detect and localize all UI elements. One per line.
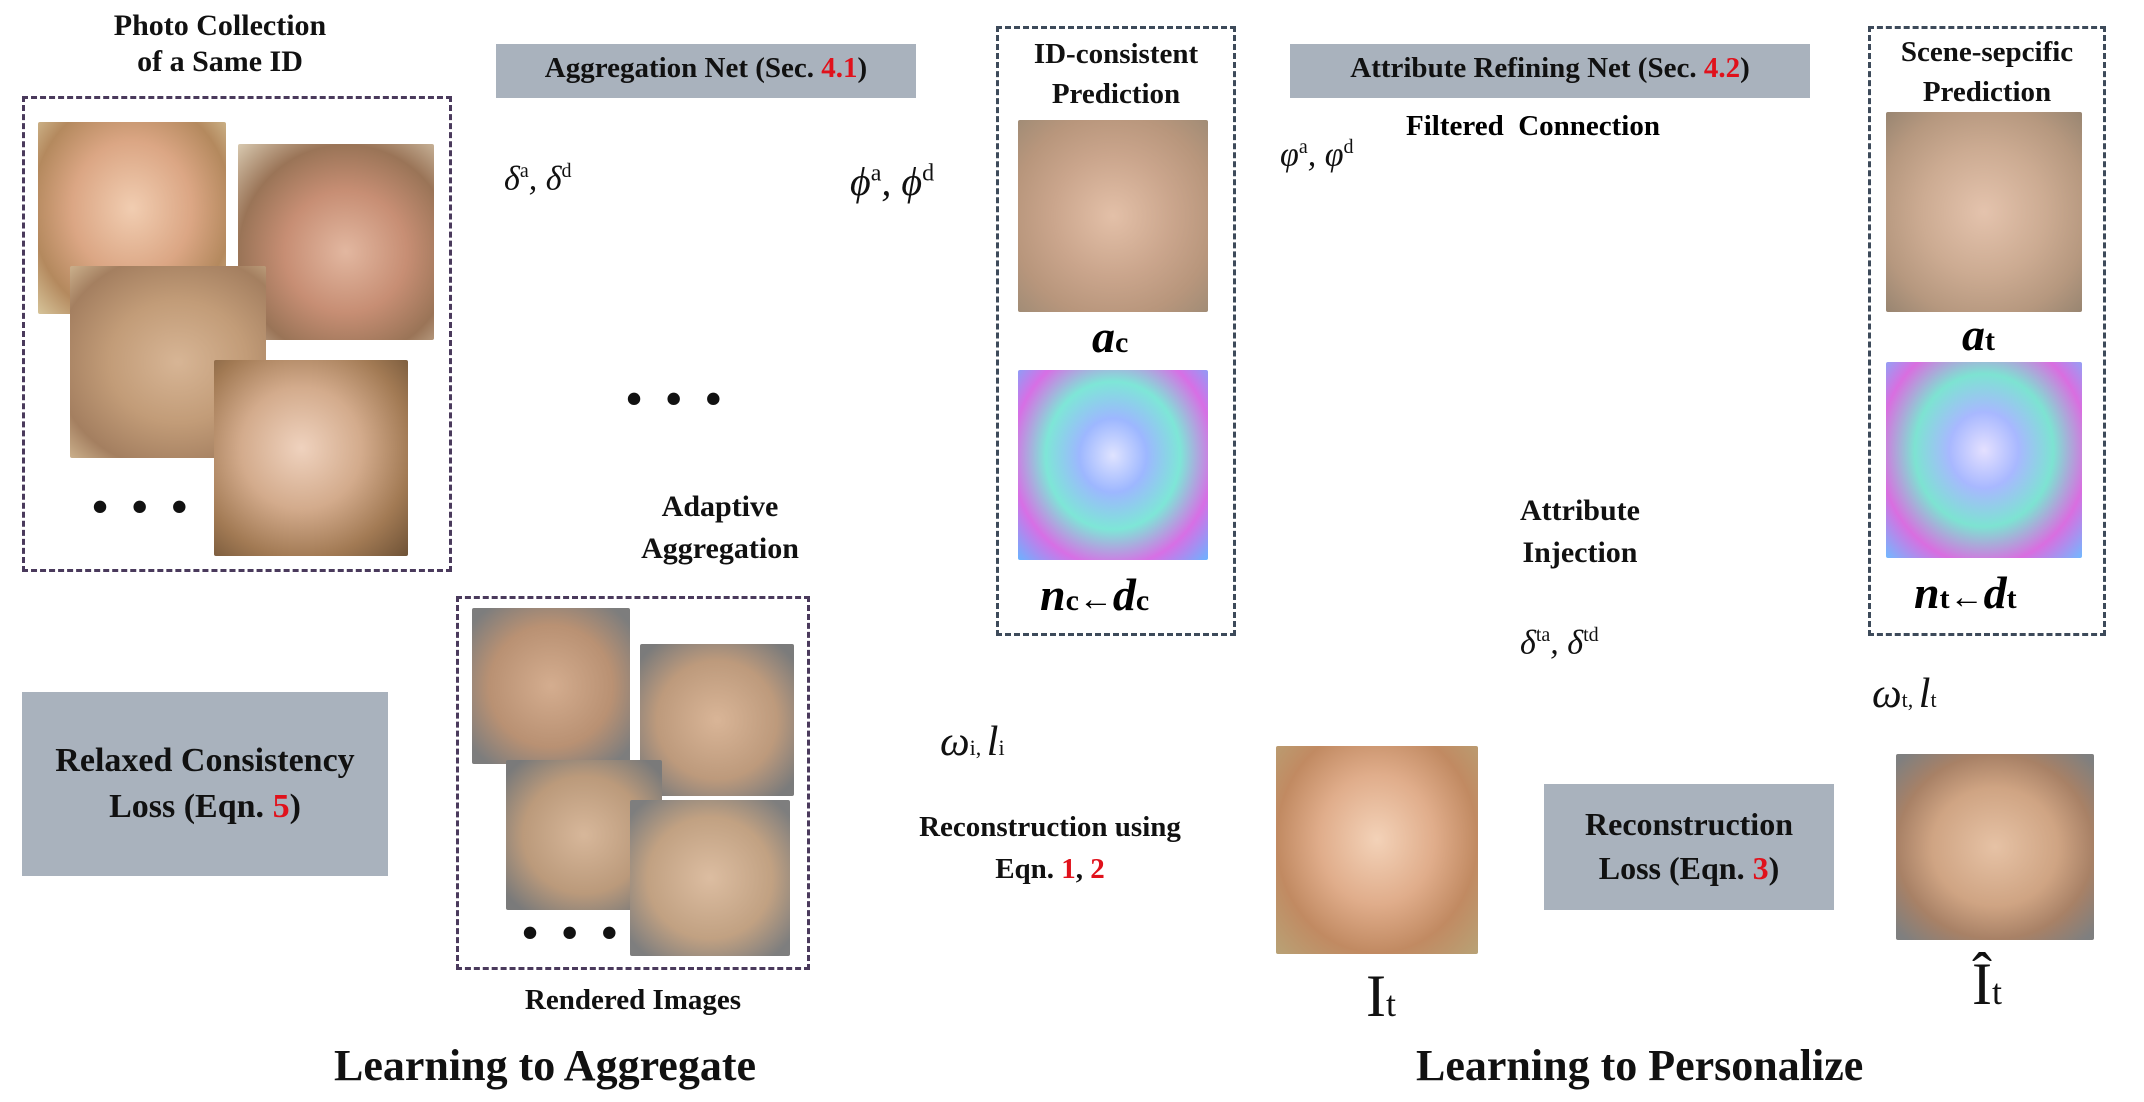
- filtered-connection-arrow: [1372, 137, 1722, 210]
- scene-prediction-box: [1868, 26, 2106, 636]
- attr-code-bar-1: [1314, 584, 1444, 608]
- attr-latent-code: [1521, 321, 1587, 345]
- latent-code-4: [619, 433, 695, 461]
- rendered-face-1: [472, 608, 630, 764]
- target-params-label: ωt, lt: [1872, 671, 1937, 717]
- face-photo-4: [214, 360, 408, 556]
- photo-collection-title: Photo Collection of a Same ID: [113, 9, 327, 78]
- attribute-net-label: Attribute Refining Net (Sec. 4.2): [1350, 52, 1750, 84]
- latent-code-3: [619, 317, 695, 345]
- id-normal-depth-label: nc←dc: [1040, 569, 1150, 620]
- reconstruction-loss-box: [1544, 784, 1834, 910]
- relaxed-consistency-loss-box: [22, 692, 388, 876]
- attr-decoder-bar-4: [1799, 183, 1823, 483]
- attr-encoder-bar-1: [1281, 183, 1305, 483]
- attr-code-bar-2: [1284, 638, 1476, 662]
- attr-decoder-bar-2: [1679, 231, 1703, 427]
- rendered-ellipsis: • • •: [522, 907, 624, 958]
- rendered-face-4: [630, 800, 790, 956]
- footer-right-label: Learning to Personalize: [1402, 1040, 1878, 1091]
- photo-collection-box: [22, 96, 452, 572]
- scene-normal-depth-label: nt←dt: [1914, 567, 2017, 618]
- attribute-injection-arrow: [1370, 452, 1492, 556]
- target-input-image: [1276, 746, 1478, 954]
- id-normal-image: [1018, 370, 1208, 560]
- face-photo-2: [238, 144, 434, 340]
- photo-collection-ellipsis: • • •: [92, 481, 194, 532]
- id-prediction-title: ID-consistent Prediction: [1033, 38, 1199, 110]
- scene-albedo-image: [1886, 112, 2082, 312]
- agg-encoder-bar-2: [521, 235, 545, 425]
- attribute-code-symbols: δta, δtd: [1520, 624, 1599, 662]
- aggregation-net-label: Aggregation Net (Sec. 4.1): [544, 52, 868, 84]
- agg-decoder-bar-2: [887, 235, 911, 429]
- aggregation-net-label-box: [496, 44, 916, 98]
- rendered-face-2: [640, 644, 794, 796]
- aggregation-output-symbols: ϕa, ϕd: [850, 159, 935, 204]
- aggregation-brace: [701, 184, 741, 474]
- latent-code-1: [619, 203, 695, 231]
- attr-decoder-bar-1: [1619, 255, 1643, 403]
- reconstruction-using-label: Reconstruction using Eqn. 1, 2: [919, 811, 1181, 885]
- target-output-label: Ît: [1972, 951, 2002, 1017]
- id-albedo-image: [1018, 120, 1208, 312]
- aggregation-ellipsis: • • •: [626, 373, 728, 424]
- aggregation-input-symbols: δa, δd: [504, 160, 572, 198]
- rendered-images-label: Rendered Images: [524, 984, 742, 1016]
- id-prediction-box: [996, 26, 1236, 636]
- filtered-connection-label: Filtered Connection: [1406, 110, 1660, 142]
- rendered-images-box: [456, 596, 810, 970]
- relaxed-consistency-loss-label: Relaxed Consistency Loss (Eqn. 5): [55, 742, 355, 825]
- agg-encoder-bar-1: [473, 211, 497, 451]
- latent-code-2: [619, 261, 695, 289]
- agg-decoder-bar-3: [935, 211, 959, 453]
- target-input-label: It: [1366, 963, 1396, 1029]
- attribute-net-label-box: [1290, 44, 1810, 98]
- scene-albedo-label: at: [1962, 309, 1995, 360]
- footer-left-label: Learning to Aggregate: [320, 1040, 771, 1091]
- attr-code-bar-3: [1256, 694, 1496, 718]
- attr-injection-block-2: [1468, 352, 1490, 404]
- aggregated-code: [741, 319, 817, 345]
- reconstruction-loss-label: Reconstruction Loss (Eqn. 3): [1585, 806, 1793, 886]
- target-output-image: [1896, 754, 2094, 940]
- attr-encoder-bar-2: [1345, 209, 1369, 457]
- adaptive-aggregation-label: Adaptive Aggregation: [641, 490, 799, 565]
- agg-decoder-bar-1: [839, 259, 863, 407]
- attr-decoder-bar-3: [1739, 209, 1763, 453]
- attribute-input-symbols: φa, φd: [1280, 136, 1354, 174]
- render-params-label: ωi, li: [940, 719, 1005, 765]
- agg-encoder-bar-3: [569, 257, 593, 401]
- attribute-injection-label: Attribute Injection: [1520, 494, 1640, 569]
- scene-normal-image: [1886, 362, 2082, 558]
- scene-prediction-title: Scene-sepcific Prediction: [1900, 36, 2074, 108]
- attr-encoder-bar-4: [1467, 257, 1491, 405]
- attr-injection-block-1: [1406, 358, 1428, 430]
- id-albedo-label: ac: [1092, 311, 1129, 362]
- attr-encoder-bar-3: [1405, 235, 1429, 431]
